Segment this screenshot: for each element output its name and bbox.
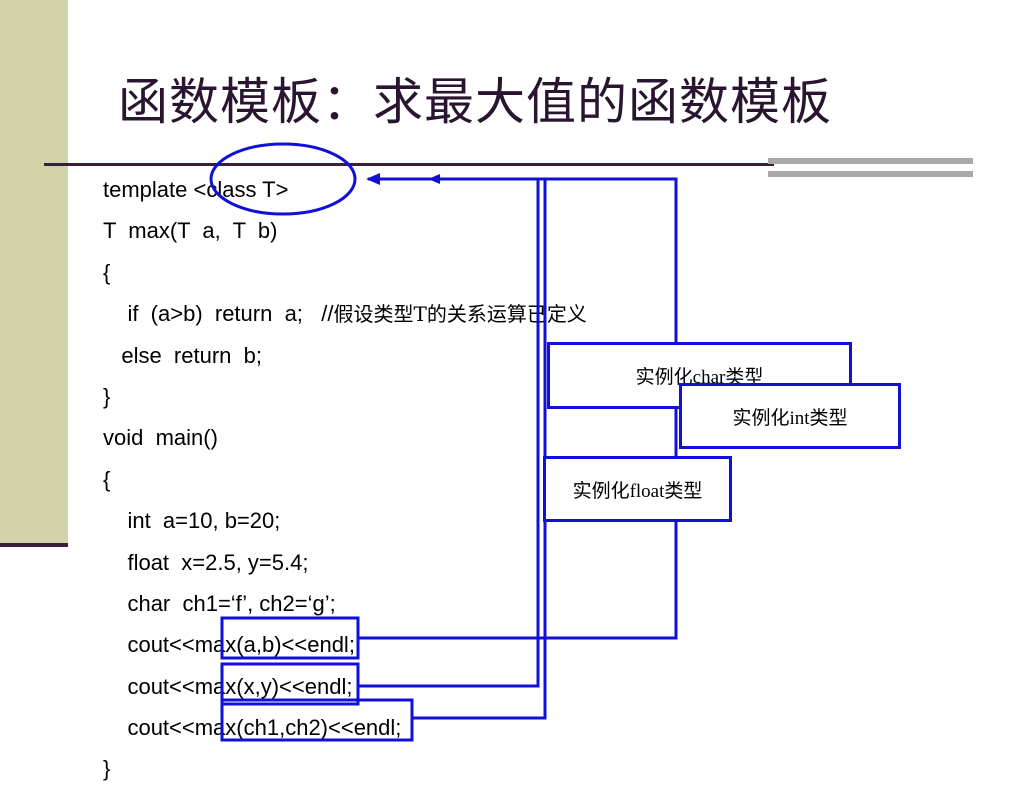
title-rule <box>44 163 774 166</box>
sidebar-underline <box>0 543 68 547</box>
slide-title: 函数模板：求最大值的函数模板 <box>118 73 832 131</box>
code-line: } <box>103 756 111 782</box>
label-float-type: 实例化float类型 <box>543 456 732 522</box>
code-comment: 假设类型T的关系运算已定义 <box>333 302 587 327</box>
left-sidebar-bar <box>0 0 68 543</box>
code-line: if (a>b) return a; //假设类型T的关系运算已定义 <box>127 301 587 327</box>
code-block: template <class T> T max(T a, T b) { if … <box>103 172 587 793</box>
code-line: cout<<max(a,b)<<endl; <box>127 632 355 658</box>
code-line: char ch1=‘f’, ch2=‘g’; <box>127 590 336 616</box>
code-line: void main() <box>103 425 218 451</box>
code-line: cout<<max(x,y)<<endl; <box>127 673 353 699</box>
code-line: { <box>103 259 111 285</box>
code-line: { <box>103 466 111 492</box>
code-line: cout<<max(ch1,ch2)<<endl; <box>127 715 402 741</box>
decor-bar-top <box>768 158 973 164</box>
code-line: T max(T a, T b) <box>103 218 278 244</box>
decor-bar-bottom <box>768 171 973 177</box>
code-line: int a=10, b=20; <box>127 508 281 534</box>
code-line: float x=2.5, y=5.4; <box>127 549 309 575</box>
code-line: } <box>103 383 111 409</box>
code-line: else return b; <box>121 342 262 368</box>
label-int-type: 实例化int类型 <box>679 383 901 449</box>
code-line: template <class T> <box>103 177 289 202</box>
